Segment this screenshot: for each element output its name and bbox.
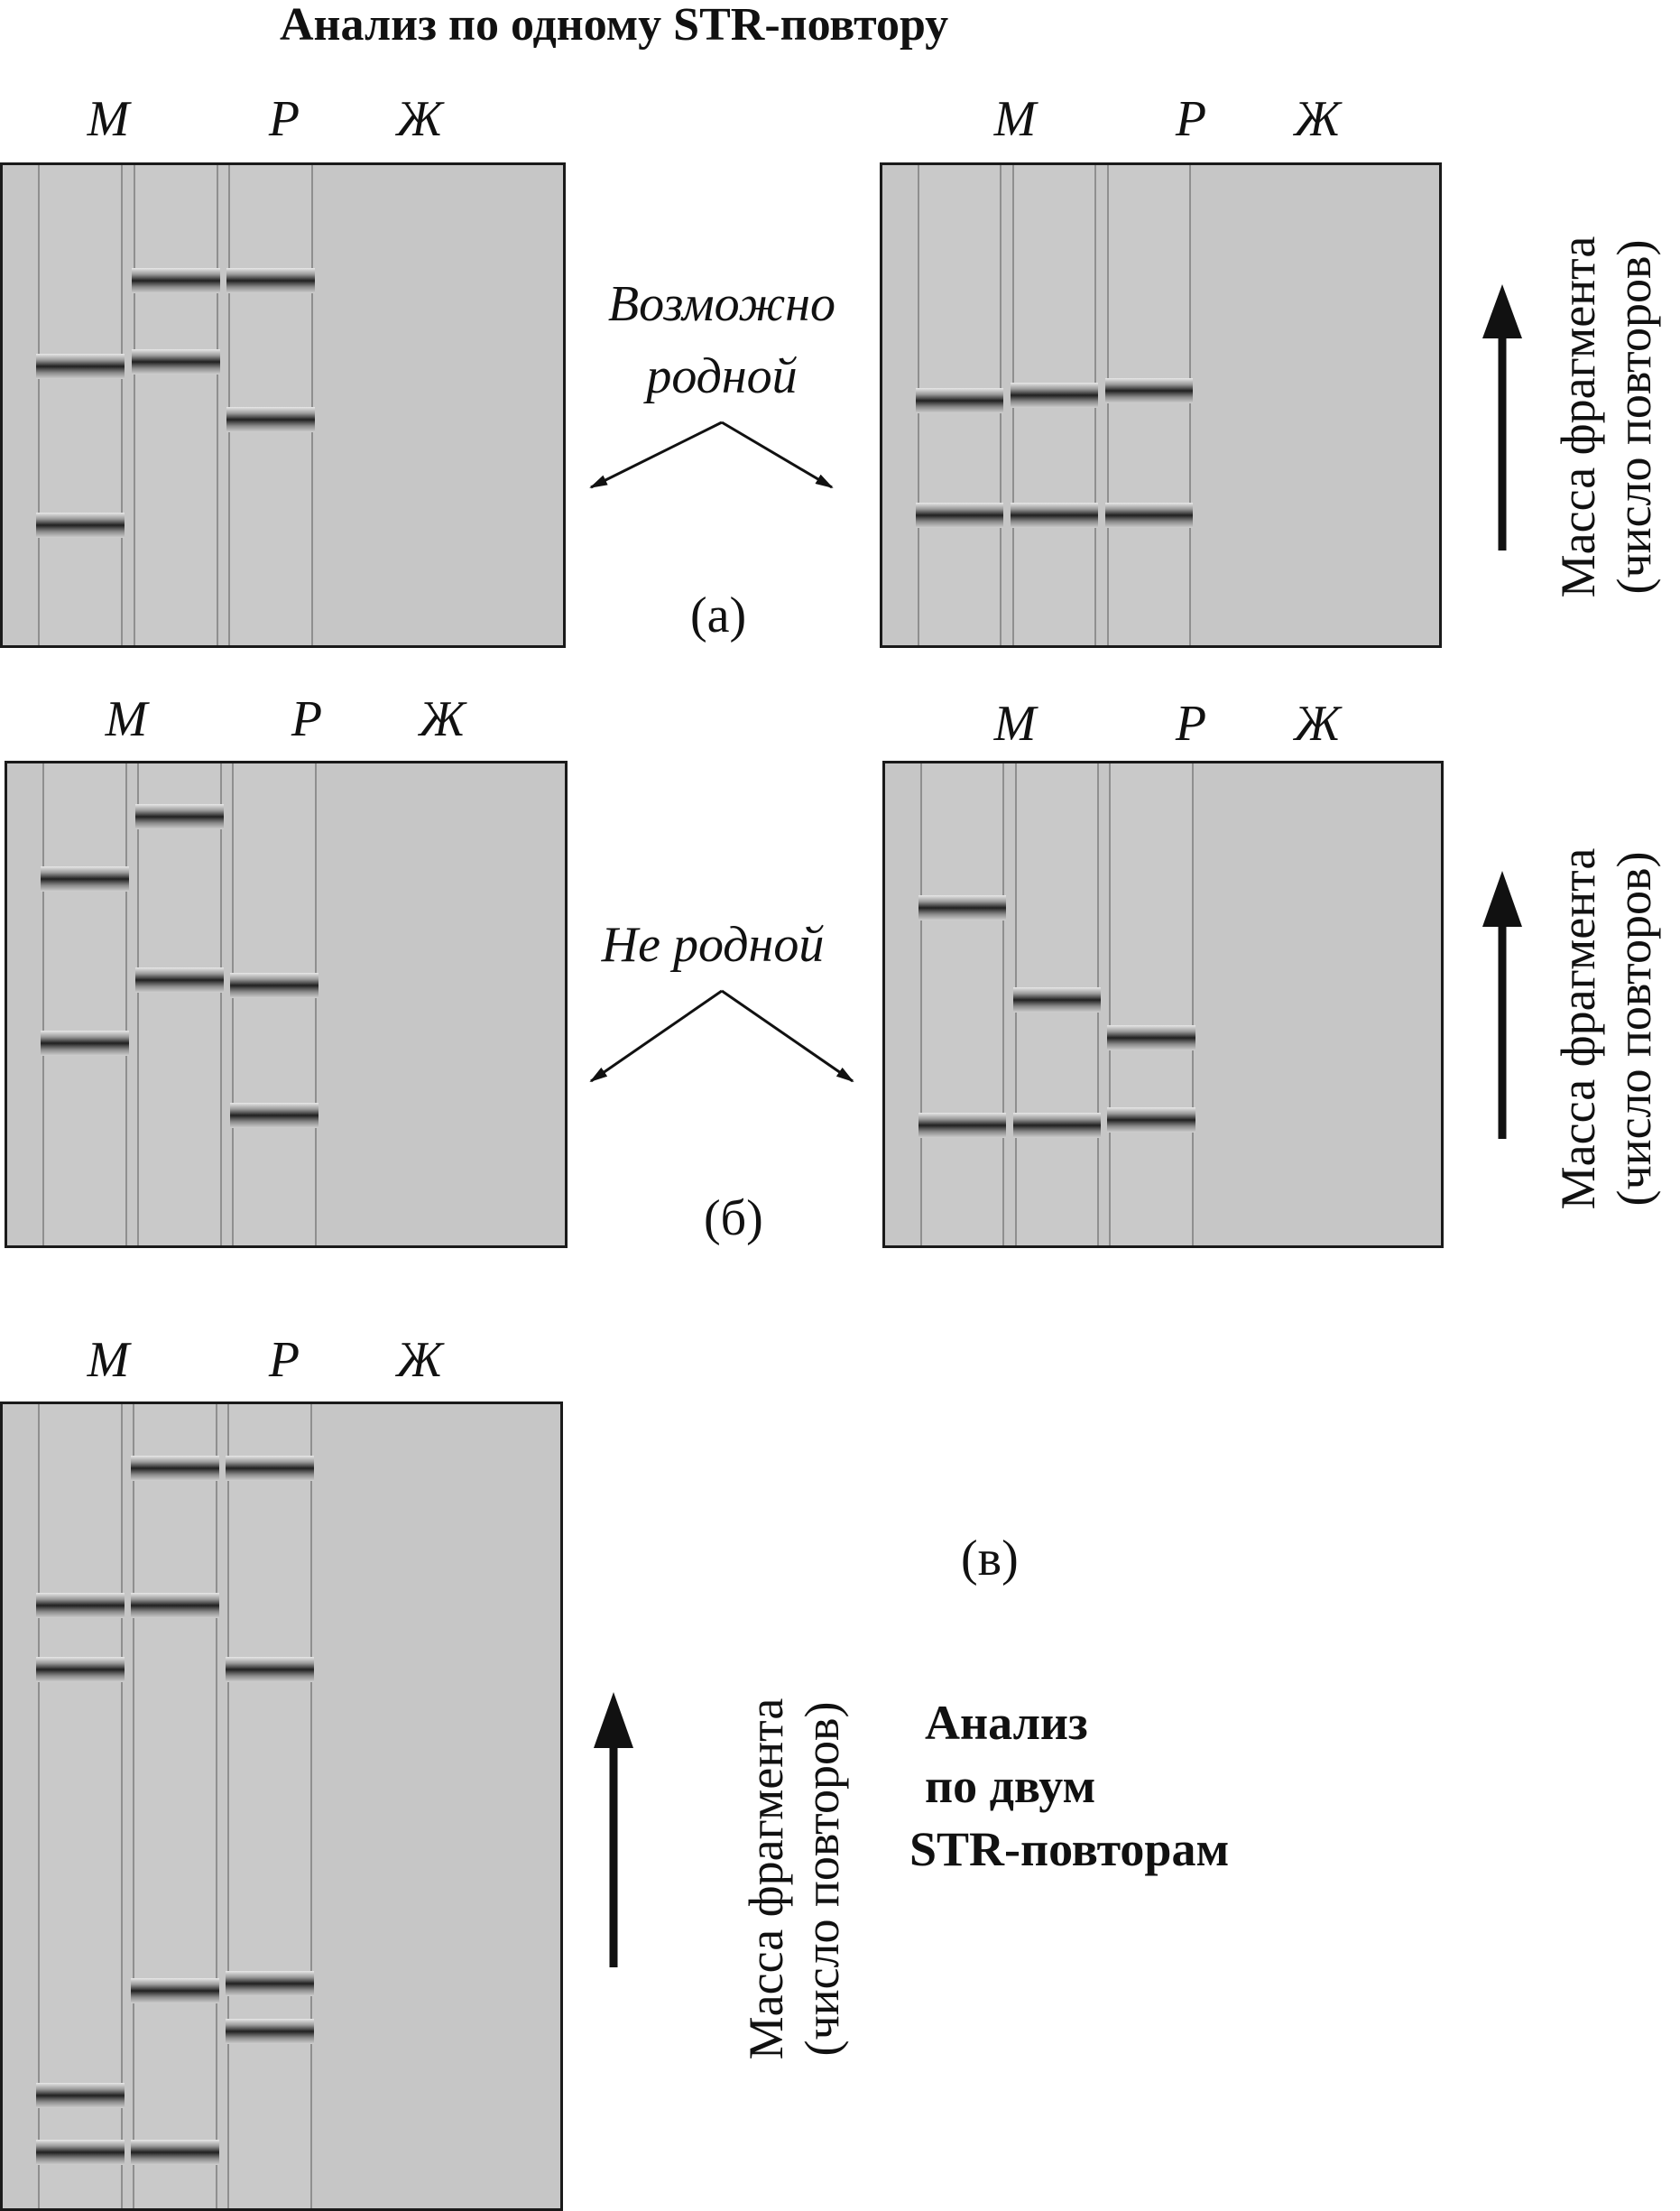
split-arrow-right-b xyxy=(721,989,854,1083)
lane-m xyxy=(918,763,1007,1245)
possibly-text: Возможно xyxy=(607,276,836,332)
gel-b-left xyxy=(5,761,568,1248)
band xyxy=(230,1102,318,1128)
band xyxy=(1104,378,1194,404)
lane-r xyxy=(130,1404,219,2208)
band xyxy=(131,349,220,375)
lane-label-zh: Ж xyxy=(396,1332,443,1388)
mass-arrow-b xyxy=(1482,871,1522,1139)
band xyxy=(1010,383,1099,409)
gel-c xyxy=(0,1402,563,2211)
lane-label-r: Р xyxy=(268,91,300,147)
band xyxy=(915,503,1004,529)
lane-label-zh: Ж xyxy=(1294,696,1341,752)
band xyxy=(131,267,220,293)
band xyxy=(35,2139,125,2165)
lane-label-r: Р xyxy=(291,691,323,747)
band xyxy=(40,1030,129,1056)
band xyxy=(226,406,316,432)
band xyxy=(35,1657,125,1683)
panel-label-c: (в) xyxy=(961,1531,1019,1587)
split-arrow-left-b xyxy=(589,989,723,1083)
lane-label-m: М xyxy=(993,696,1037,752)
two-str-line2: по двум xyxy=(925,1759,1096,1813)
band xyxy=(130,2139,219,2165)
lane-label-m: М xyxy=(105,691,148,747)
split-arrow-right-a xyxy=(721,421,834,489)
band xyxy=(130,1456,219,1482)
band xyxy=(915,387,1004,413)
band xyxy=(35,1592,125,1618)
band xyxy=(226,1657,314,1683)
not-related-text: Не родной xyxy=(601,917,825,973)
lane-label-r: Р xyxy=(268,1332,300,1388)
lane-label-r: Р xyxy=(1175,696,1207,752)
lane-label-zh: Ж xyxy=(419,691,466,747)
split-arrow-left-a xyxy=(589,421,723,489)
band xyxy=(226,267,316,293)
gel-a-right xyxy=(880,162,1442,648)
band xyxy=(130,1592,219,1618)
panel-label-b: (б) xyxy=(704,1190,763,1246)
lane-m xyxy=(40,763,129,1245)
two-str-line3: STR-повторам xyxy=(909,1822,1230,1876)
band xyxy=(35,2083,125,2109)
lane-m xyxy=(915,165,1004,645)
lane-zh xyxy=(1107,763,1195,1245)
mass-arrow-c xyxy=(594,1692,633,1967)
band xyxy=(130,1978,219,2004)
lane-label-m: М xyxy=(87,1332,130,1388)
band xyxy=(134,803,224,829)
band xyxy=(918,1112,1007,1138)
lane-label-zh: Ж xyxy=(1294,91,1341,147)
band xyxy=(1104,503,1194,529)
band xyxy=(1012,1112,1101,1138)
figure-title: Анализ по одному STR-повтору xyxy=(280,0,949,51)
lane-label-m: М xyxy=(993,91,1037,147)
lane-label-r: Р xyxy=(1175,91,1207,147)
band xyxy=(1012,986,1101,1013)
two-str-line1: Анализ xyxy=(925,1696,1088,1750)
lane-m xyxy=(36,165,125,645)
band xyxy=(226,1970,314,1996)
related-text: родной xyxy=(646,348,798,404)
lane-zh xyxy=(226,1404,314,2208)
panel-label-a: (а) xyxy=(690,587,747,643)
band xyxy=(226,2018,314,2044)
lane-r xyxy=(134,763,224,1245)
lane-m xyxy=(35,1404,125,2208)
band xyxy=(230,972,318,998)
band xyxy=(226,1456,314,1482)
gel-a-left xyxy=(0,162,566,648)
band xyxy=(40,866,129,893)
lane-zh xyxy=(1104,165,1194,645)
lane-r xyxy=(131,165,220,645)
band xyxy=(36,513,125,538)
lane-label-m: М xyxy=(87,91,130,147)
mass-arrow-a xyxy=(1482,284,1522,550)
band xyxy=(1107,1025,1195,1051)
band xyxy=(1107,1107,1195,1133)
lane-r xyxy=(1010,165,1099,645)
band xyxy=(918,895,1007,921)
band xyxy=(1010,503,1099,529)
lane-r xyxy=(1012,763,1101,1245)
lane-zh xyxy=(226,165,316,645)
lane-zh xyxy=(230,763,318,1245)
gel-b-right xyxy=(882,761,1444,1248)
band xyxy=(36,354,125,380)
band xyxy=(134,967,224,994)
lane-label-zh: Ж xyxy=(396,91,443,147)
